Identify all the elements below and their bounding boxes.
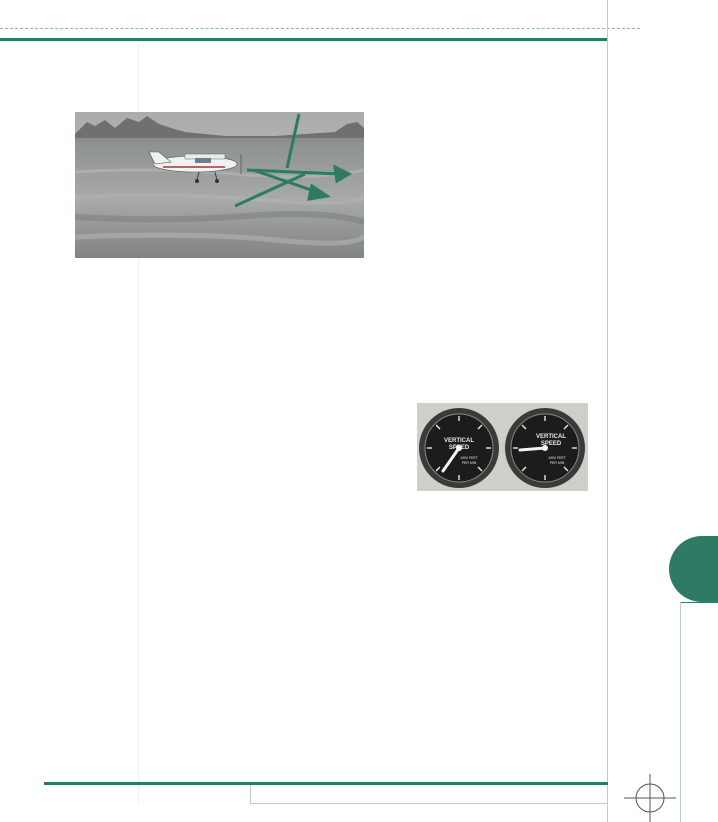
top-dashed-rule	[0, 28, 640, 29]
vsi-right-label-line2: SPEED	[541, 441, 562, 447]
vsi-right-units-line2: PER MIN	[550, 461, 565, 465]
vertical-speed-indicators-figure: VERTICAL SPEED 1000 FEET PER MIN VERTICA…	[417, 403, 588, 491]
force-arrows	[234, 113, 353, 208]
vsi-left-units-line2: PER MIN	[462, 461, 477, 465]
vsi-right-units-line1: 1000 FEET	[548, 456, 567, 460]
chapter-tab	[669, 536, 718, 602]
header-rule	[0, 38, 608, 41]
vsi-right-label-line1: VERTICAL	[536, 434, 566, 440]
left-margin-rule	[138, 44, 139, 804]
vsi-gauge-left: VERTICAL SPEED 1000 FEET PER MIN	[419, 408, 499, 488]
chapter-tab-rule	[680, 602, 718, 603]
airplane-icon	[148, 151, 242, 183]
vsi-gauge-right: VERTICAL SPEED 1000 FEET PER MIN	[505, 408, 585, 488]
airplane-figure	[75, 112, 364, 258]
chapter-tab-vertical-rule	[680, 602, 681, 822]
right-margin-rule	[607, 0, 608, 822]
footer-box	[250, 785, 608, 804]
registration-mark-icon	[624, 774, 676, 822]
vsi-left-units-line1: 1000 FEET	[460, 456, 479, 460]
vsi-left-label-line1: VERTICAL	[444, 438, 474, 444]
footer-rule	[44, 782, 608, 785]
